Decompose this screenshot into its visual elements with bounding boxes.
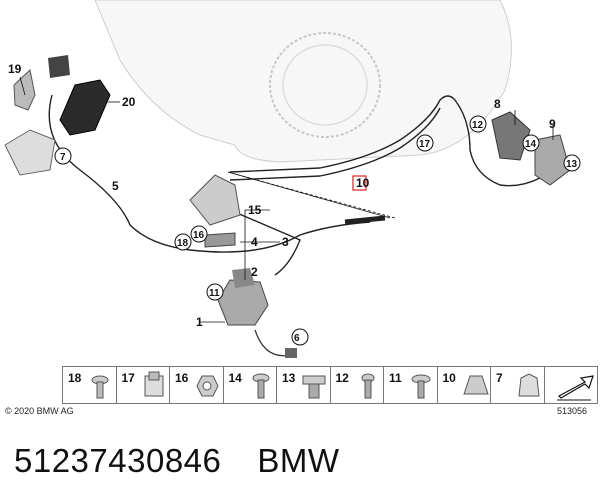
legend-cell-arrow <box>545 367 598 403</box>
legend-cell-18: 18 <box>63 367 117 403</box>
legend-number: 17 <box>121 371 135 385</box>
callout-2: 2 <box>251 265 258 279</box>
legend-cell-12: 12 <box>331 367 384 403</box>
holder-clip-icon <box>518 373 540 397</box>
legend-number: 10 <box>442 371 456 385</box>
copyright-text: © 2020 BMW AG <box>5 406 74 416</box>
callout-5: 5 <box>112 179 119 193</box>
callout-1: 1 <box>196 315 203 329</box>
legend-number: 13 <box>282 371 296 385</box>
hex-nut-icon <box>196 375 219 397</box>
legend-number: 11 <box>389 371 402 385</box>
collar-screw-icon <box>411 374 431 399</box>
callout-6: 10 <box>356 176 370 190</box>
spring-clip-icon <box>462 375 489 395</box>
figure-id: 513056 <box>557 406 588 416</box>
leader-lines <box>19 76 554 323</box>
callout-12: 12 <box>472 120 484 131</box>
cable-clip-icon <box>144 371 163 397</box>
callout-6-box <box>352 175 367 191</box>
legend-cell-10: 10 <box>438 367 491 403</box>
callout-10: 6 <box>294 333 300 344</box>
hood-panel <box>94 0 512 163</box>
circled-callouts: 7 16 18 11 6 17 12 14 13 <box>54 115 581 346</box>
callout-13: 13 <box>566 159 578 170</box>
fastener-legend: 18 17 16 14 13 12 11 10 7 <box>62 366 598 404</box>
part-10-sensor <box>254 329 297 358</box>
legend-number: 16 <box>175 371 189 385</box>
part-15-bracket <box>189 174 241 248</box>
left-lock <box>4 129 56 176</box>
callout-8: 8 <box>494 97 501 111</box>
callout-14: 14 <box>525 139 537 150</box>
legend-number: 18 <box>68 371 82 385</box>
callout-16: 16 <box>193 230 205 241</box>
part-number: 51237430846 <box>14 442 222 479</box>
legend-number: 7 <box>496 371 503 385</box>
part-19-bracket <box>13 69 36 111</box>
callout-4: 4 <box>251 235 258 249</box>
expanding-nut-icon <box>302 375 326 399</box>
pin-clip-icon <box>91 375 109 399</box>
part-1-lock <box>217 268 269 326</box>
brand-name: BMW <box>257 442 340 479</box>
legend-cell-16: 16 <box>170 367 224 403</box>
legend-cell-14: 14 <box>224 367 277 403</box>
screw-icon <box>252 373 269 399</box>
part-20-buffer <box>48 55 111 136</box>
legend-cell-7: 7 <box>491 367 545 403</box>
callout-9: 9 <box>549 117 556 131</box>
callout-18: 18 <box>177 238 189 249</box>
callout-19: 19 <box>8 62 22 76</box>
legend-cell-13: 13 <box>277 367 331 403</box>
callout-11: 11 <box>209 288 220 299</box>
parts-diagram: 19 20 5 15 4 3 2 1 8 9 10 7 16 18 11 6 1… <box>4 0 581 358</box>
callout-17: 17 <box>419 139 431 150</box>
bolt-icon <box>361 373 374 399</box>
legend-cell-11: 11 <box>384 367 438 403</box>
footer-caption: 51237430846 BMW <box>14 442 340 480</box>
callout-7: 7 <box>60 152 66 163</box>
release-cable <box>48 94 541 276</box>
direction-arrow-icon <box>556 375 594 401</box>
callout-20: 20 <box>122 95 136 109</box>
legend-cell-17: 17 <box>117 367 170 403</box>
callout-15: 15 <box>248 203 262 217</box>
legend-number: 14 <box>228 371 242 385</box>
callout-3: 3 <box>282 235 289 249</box>
legend-number: 12 <box>335 371 349 385</box>
